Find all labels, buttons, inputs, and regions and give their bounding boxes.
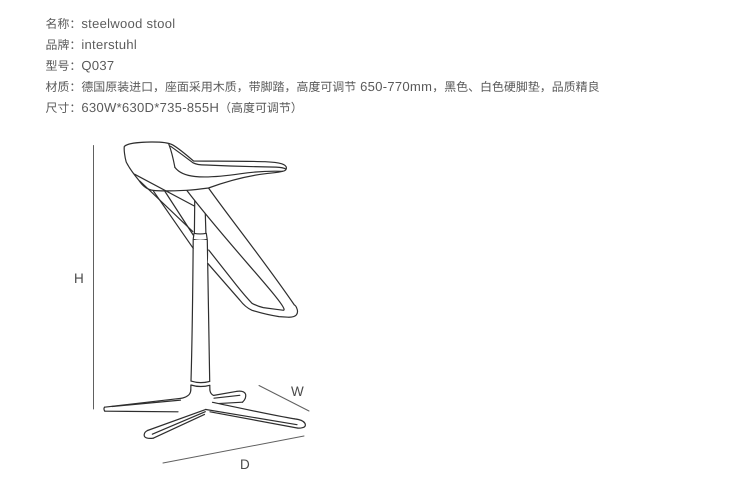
svg-text:D: D xyxy=(240,457,250,472)
svg-text:W: W xyxy=(291,384,304,399)
svg-text:H: H xyxy=(74,271,84,286)
